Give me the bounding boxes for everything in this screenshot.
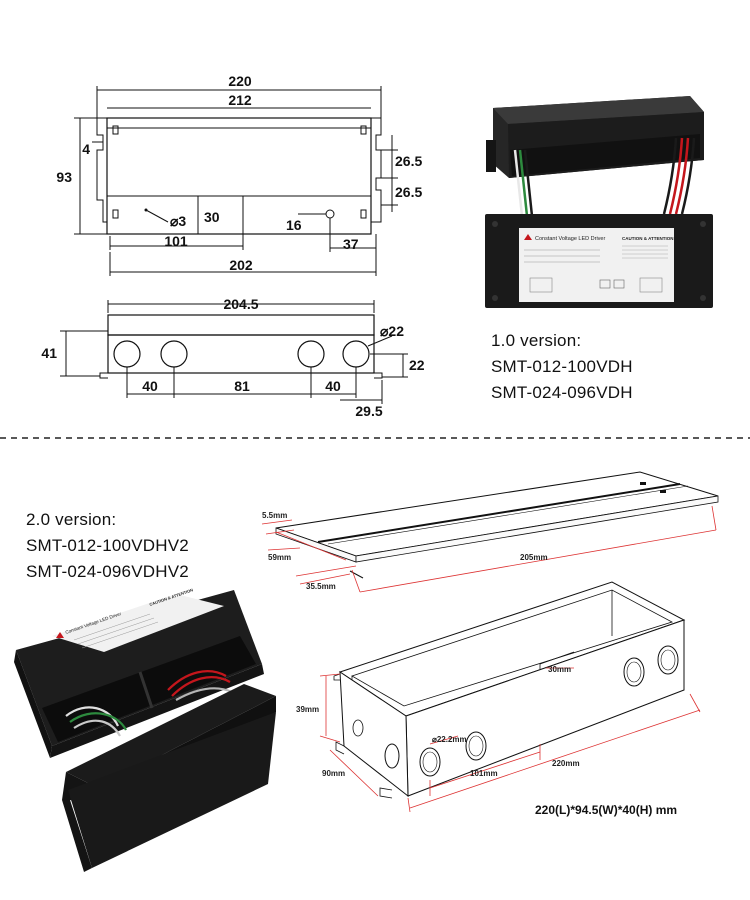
dim-middle-spacing: 81 [234, 378, 250, 394]
version-1-title: 1.0 version: [491, 331, 582, 350]
box-dim-knockout: ⌀22.2mm [432, 735, 467, 744]
version-1-block: 1.0 version: SMT-012-100VDH SMT-024-096V… [491, 328, 633, 406]
version-1-model-1: SMT-012-100VDH [491, 357, 633, 376]
dim-base-length: 202 [229, 257, 253, 273]
dim-mount-height: 16 [286, 217, 302, 233]
version-2-block: 2.0 version: SMT-012-100VDHV2 SMT-024-09… [26, 507, 189, 585]
iso-box-drawing: 30mm 39mm ⌀22.2mm 90mm 101mm 220mm [296, 581, 701, 813]
lid-dim-length: 205mm [520, 553, 548, 562]
dim-overall-length: 220 [228, 73, 252, 89]
dim-knockout-height: 22 [409, 357, 425, 373]
product-photo-v1: Constant Voltage LED Driver CAUTION & AT… [485, 96, 713, 308]
side-view-drawing: 204.5 ⌀22 41 22 40 81 40 29.5 [41, 296, 424, 419]
dim-end-offset: 29.5 [355, 403, 382, 419]
box-dim-spacing: 101mm [470, 769, 498, 778]
lid-dim-width: 59mm [268, 553, 291, 562]
top-view-drawing: 220 212 93 4 26.5 26.5 ⌀3 30 101 16 [56, 73, 422, 276]
dim-hole-offset: 101 [164, 233, 188, 249]
version-2-model-2: SMT-024-096VDHV2 [26, 562, 189, 581]
dim-hole-dia: ⌀3 [170, 213, 186, 229]
box-dim-divider: 30mm [548, 665, 571, 674]
dim-left-spacing: 40 [142, 378, 158, 394]
version-2-model-1: SMT-012-100VDHV2 [26, 536, 189, 555]
dim-mount-offset: 37 [343, 236, 359, 252]
product-photo-v2: Constant Voltage LED Driver CAUTION & AT… [14, 587, 276, 872]
dim-inner-length: 212 [228, 92, 252, 108]
dim-side-height: 41 [41, 345, 57, 361]
version-2-title: 2.0 version: [26, 510, 117, 529]
label-caution-v1: CAUTION & ATTENTION [622, 236, 674, 241]
lid-dim-lip: 35.5mm [306, 582, 336, 591]
dim-right-spacing: 40 [325, 378, 341, 394]
lid-dim-rim: 5.5mm [262, 511, 287, 520]
dim-tab: 4 [82, 141, 90, 157]
iso-lid-drawing: 5.5mm 59mm 35.5mm 205mm [261, 471, 719, 593]
dim-slot-lower: 26.5 [395, 184, 422, 200]
box-dim-depth: 90mm [322, 769, 345, 778]
label-title-v1: Constant Voltage LED Driver [535, 236, 605, 242]
overall-dimensions-summary: 220(L)*94.5(W)*40(H) mm [535, 803, 678, 817]
box-dim-height: 39mm [296, 705, 319, 714]
box-dim-length: 220mm [552, 759, 580, 768]
dim-length: 204.5 [223, 296, 258, 312]
dim-knockout-dia: ⌀22 [380, 323, 404, 339]
dim-hole-height: 30 [204, 209, 220, 225]
version-1-model-2: SMT-024-096VDH [491, 383, 633, 402]
dim-slot-upper: 26.5 [395, 153, 422, 169]
dim-height: 93 [56, 169, 72, 185]
